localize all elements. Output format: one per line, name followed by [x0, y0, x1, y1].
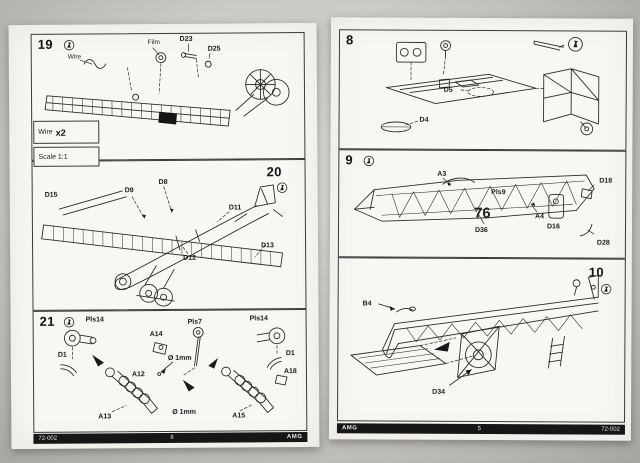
glue-icon — [600, 283, 612, 295]
part-label-d15: D15 — [44, 191, 58, 199]
step-19-drawing — [44, 43, 290, 127]
part-label-d1-right: D1 — [285, 350, 295, 358]
part-label-film: Film — [147, 39, 160, 47]
glue-icon — [63, 39, 75, 51]
part-label-d25: D25 — [207, 45, 221, 53]
part-label-a15: A15 — [232, 412, 246, 420]
part-label-pls9: Pls9 — [491, 189, 506, 197]
wire-quantity-box: Wire x2 — [33, 120, 100, 144]
footer-brand: AMG — [341, 425, 358, 432]
step-10-drawing — [350, 274, 599, 386]
left-page: 19 Wire Film D23 D25 Wire x2 Scale 1:1 — [8, 22, 320, 450]
part-label-b4: B4 — [362, 300, 372, 308]
step-8-drawing — [380, 36, 600, 136]
step-21-number: 21 — [39, 313, 55, 329]
part-label-pls14-right: Pls14 — [249, 315, 268, 323]
right-page-footer: AMG 5 72-002 — [336, 423, 625, 435]
part-label-a12: A12 — [131, 371, 145, 379]
part-label-d9: D9 — [124, 187, 134, 195]
right-page: 8 D5 D4 76 9 — [328, 17, 634, 441]
step-20-drawing — [41, 184, 284, 307]
step-9-panel: 76 9 A3 Pls9 A4 D36 D16 D18 D28 — [337, 149, 627, 259]
part-label-d23: D23 — [179, 35, 193, 43]
footer-kit-number: 72-002 — [601, 426, 620, 433]
part-label-d1-left: D1 — [57, 351, 67, 359]
part-label-d16: D16 — [546, 223, 560, 231]
step-20-number: 20 — [266, 164, 282, 180]
part-label-d28: D28 — [596, 239, 610, 247]
part-label-d34: D34 — [432, 388, 446, 396]
scale-box: Scale 1:1 — [33, 146, 100, 167]
diameter-note-top: Ø 1mm — [167, 354, 192, 362]
step-10-number: 10 — [588, 264, 605, 280]
step-10-panel: 10 B4 D34 — [336, 257, 626, 423]
wire-box-qty: x2 — [55, 127, 66, 138]
step-20-panel: 20 D15 D9 D8 D11 D12 D13 — [31, 159, 307, 311]
step-9-number: 9 — [345, 152, 354, 168]
fuselage-marking-76: 76 — [474, 206, 490, 222]
glue-icon — [63, 316, 75, 328]
wire-box-label: Wire — [38, 128, 53, 136]
part-label-d5: D5 — [443, 86, 453, 94]
step-21-panel: 21 Pls14 D1 A14 Pls7 Ø 1mm Pls14 D1 A18 … — [32, 309, 308, 433]
step-8-panel: 8 D5 D4 — [338, 29, 628, 151]
step-9-drawing: 76 — [354, 174, 595, 237]
scale-box-label: Scale 1:1 — [38, 153, 68, 161]
part-label-a13: A13 — [98, 413, 112, 421]
diameter-note-bottom: Ø 1mm — [172, 408, 196, 416]
footer-page-number: 5 — [477, 425, 482, 433]
step-21-drawing — [60, 327, 288, 414]
part-label-a4: A4 — [535, 213, 545, 221]
part-label-a14: A14 — [149, 331, 163, 339]
part-label-d11: D11 — [228, 204, 242, 212]
part-label-d13: D13 — [261, 242, 274, 250]
part-label-a3: A3 — [437, 170, 447, 178]
glue-icon — [363, 155, 375, 167]
part-label-d12: D12 — [183, 254, 197, 262]
part-label-d8: D8 — [158, 178, 168, 187]
footer-page-number: 6 — [170, 434, 174, 441]
part-label-pls7: Pls7 — [187, 318, 203, 326]
part-label-wire: Wire — [67, 53, 82, 61]
glue-icon — [276, 182, 288, 193]
step-8-number: 8 — [345, 32, 354, 48]
part-label-d4: D4 — [419, 116, 429, 124]
left-page-footer: 72-002 6 AMG — [33, 432, 308, 444]
footer-kit-number: 72-002 — [38, 435, 58, 442]
part-label-pls14-left: Pls14 — [85, 316, 104, 324]
part-label-d36: D36 — [474, 226, 488, 235]
step-19-panel: 19 Wire Film D23 D25 — [30, 32, 306, 161]
footer-brand: AMG — [286, 434, 303, 441]
part-label-d18: D18 — [599, 177, 613, 185]
step-19-number: 19 — [37, 36, 53, 52]
part-label-a18: A18 — [283, 368, 297, 376]
